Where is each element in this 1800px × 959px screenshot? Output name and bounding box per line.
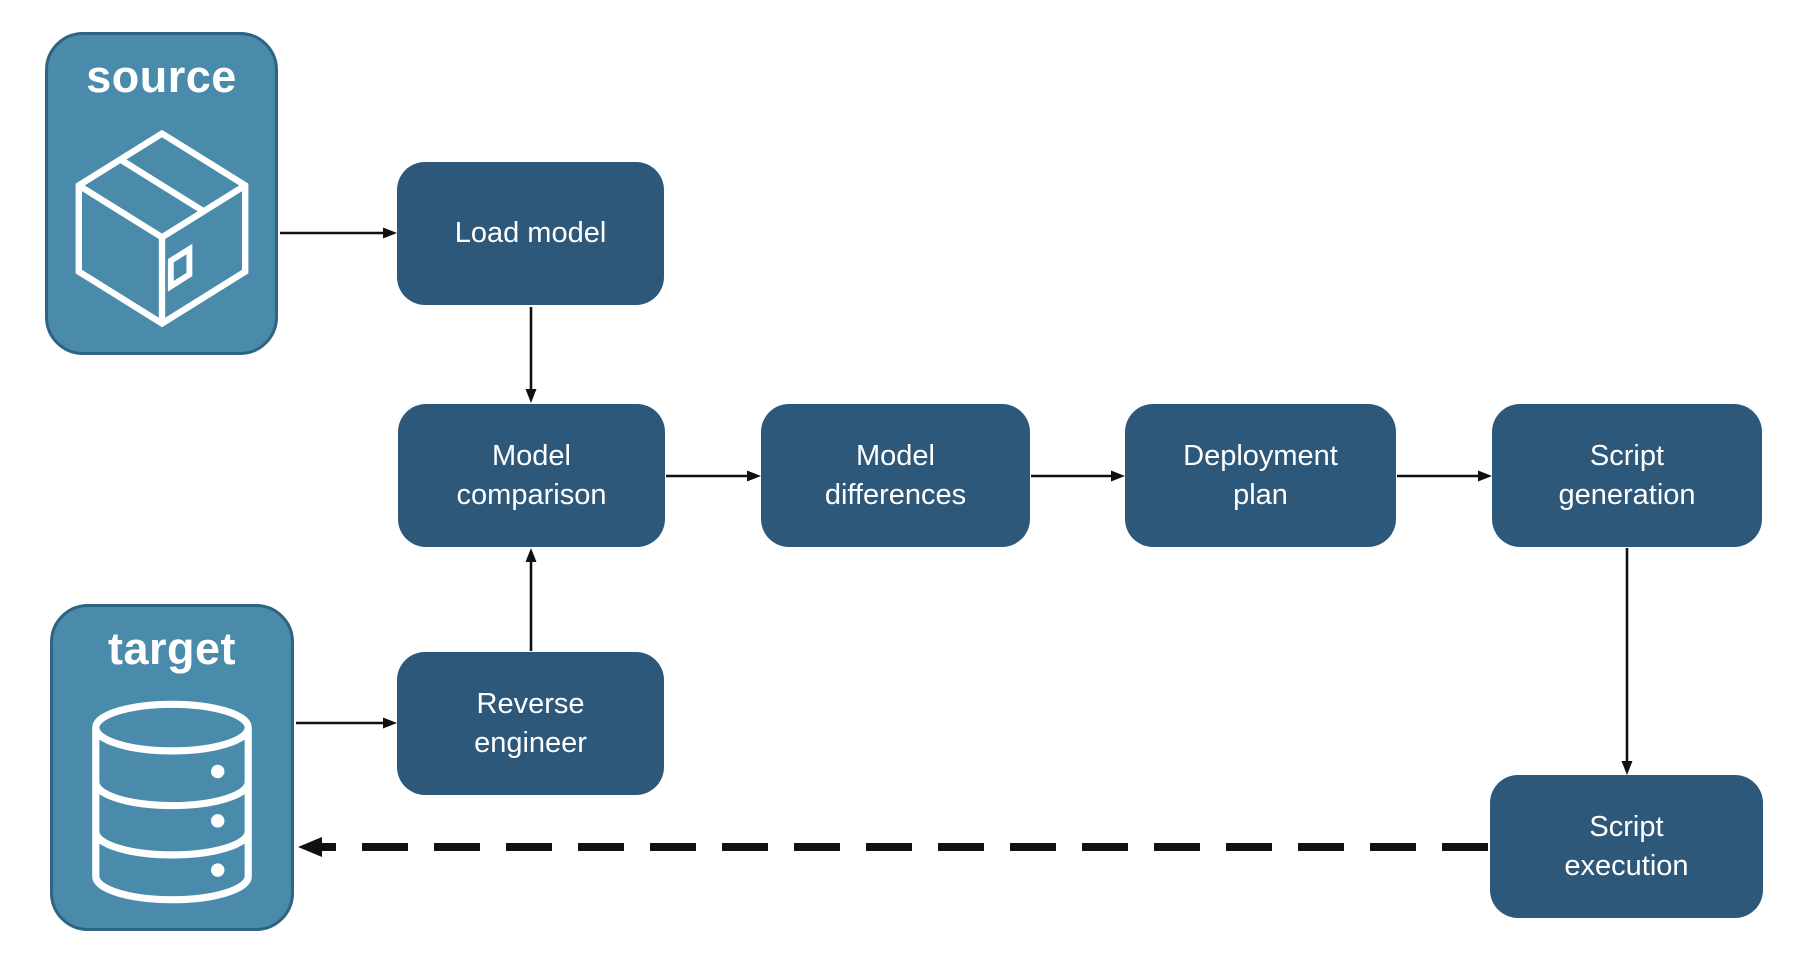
endpoint-target: target (50, 604, 294, 931)
node-reverse-engineer: Reverse engineer (397, 652, 664, 795)
node-label: Deployment plan (1183, 440, 1338, 511)
node-deployment-plan: Deployment plan (1125, 404, 1396, 547)
node-label: Script execution (1564, 811, 1689, 882)
node-model-comparison: Model comparison (398, 404, 665, 547)
source-label: source (86, 51, 237, 102)
node-label: Script generation (1558, 440, 1696, 511)
node-script-generation: Script generation (1492, 404, 1762, 547)
node-script-execution: Script execution (1490, 775, 1763, 918)
target-label: target (107, 623, 237, 674)
node-label: Reverse engineer (474, 688, 587, 759)
node-label: Load model (454, 217, 607, 250)
node-model-differences: Model differences (761, 404, 1030, 547)
endpoint-source: source (45, 32, 278, 355)
node-load-model: Load model (397, 162, 664, 305)
package-icon (48, 103, 275, 352)
node-label: Model differences (824, 440, 967, 511)
database-icon (53, 675, 291, 928)
node-label: Model comparison (456, 440, 607, 511)
